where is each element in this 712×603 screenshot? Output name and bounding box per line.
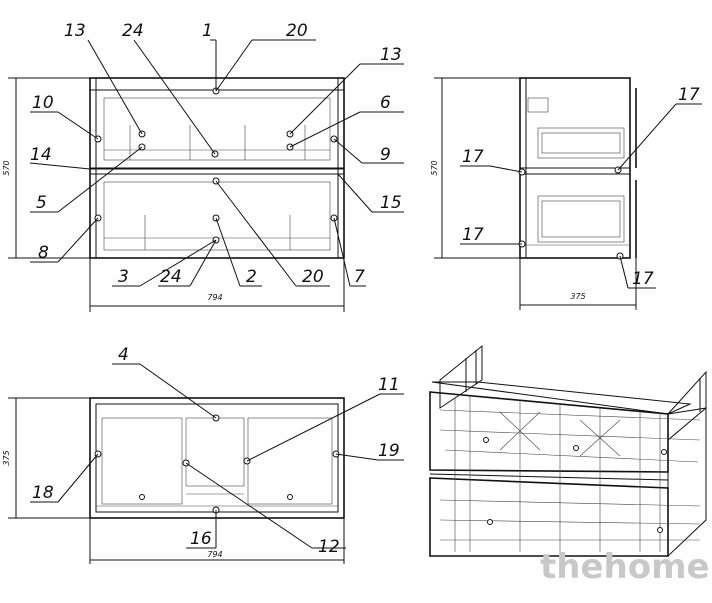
front-view: 570 794 13 24 1 20 13 10 6 14 9 5 15 8 7… — [2, 21, 404, 312]
part-label: 14 — [30, 145, 52, 165]
part-label: 17 — [462, 225, 484, 245]
front-width-dim: 794 — [207, 293, 222, 302]
part-label: 24 — [122, 21, 144, 41]
part-label: 19 — [378, 441, 400, 461]
part-label: 24 — [160, 267, 182, 287]
side-dimensions: 570 375 — [430, 77, 637, 310]
part-label: 1 — [202, 21, 213, 41]
part-label: 17 — [462, 147, 484, 167]
part-label: 13 — [380, 45, 402, 65]
part-label: 20 — [302, 267, 324, 287]
part-label: 6 — [380, 93, 391, 113]
iso-top-drawer — [429, 391, 669, 473]
top-dimensions: 375 794 — [2, 397, 345, 564]
front-dimensions: 570 794 — [2, 77, 345, 312]
part-label: 7 — [354, 267, 365, 287]
part-label: 3 — [118, 267, 129, 287]
part-label: 5 — [36, 193, 47, 213]
side-view: 570 375 17 17 17 17 — [430, 77, 702, 310]
part-label: 16 — [190, 529, 212, 549]
iso-bottom-drawer — [429, 477, 669, 557]
part-label: 9 — [380, 145, 391, 165]
part-label: 4 — [118, 345, 129, 365]
top-body-outline — [89, 397, 345, 519]
part-label: 20 — [286, 21, 308, 41]
part-label: 17 — [632, 269, 654, 289]
part-label: 10 — [32, 93, 54, 113]
front-height-dim: 570 — [2, 160, 11, 175]
part-label: 11 — [378, 375, 400, 395]
front-leaders — [29, 39, 404, 287]
part-label: 13 — [64, 21, 86, 41]
part-label: 17 — [678, 85, 700, 105]
top-labels: 4 11 19 18 16 12 — [32, 345, 400, 557]
top-depth-dim: 375 — [2, 450, 11, 465]
top-leaders — [30, 363, 404, 549]
top-width-dim: 794 — [207, 550, 222, 559]
watermark-logo: thehome — [540, 547, 710, 587]
side-height-dim: 570 — [430, 160, 439, 175]
isometric-view: thehome — [429, 344, 710, 587]
part-label: 12 — [318, 537, 340, 557]
front-labels: 13 24 1 20 13 10 6 14 9 5 15 8 7 3 24 2 … — [30, 21, 402, 287]
part-label: 18 — [32, 483, 54, 503]
side-labels: 17 17 17 17 — [462, 85, 700, 289]
side-depth-dim: 375 — [570, 292, 585, 301]
part-label: 2 — [246, 267, 257, 287]
part-label: 8 — [38, 243, 49, 263]
side-leaders — [460, 103, 702, 289]
top-view: 375 794 4 11 19 18 16 12 — [2, 345, 404, 564]
part-label: 15 — [380, 193, 402, 213]
